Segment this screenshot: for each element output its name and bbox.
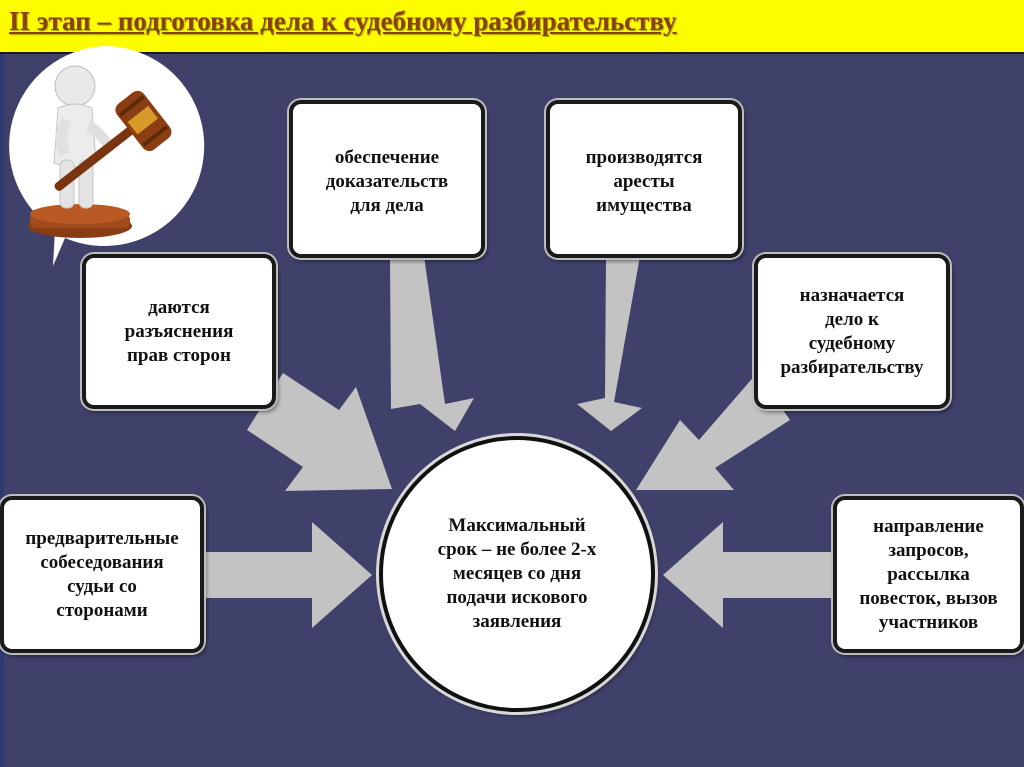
arrow-from-scheduling bbox=[636, 373, 790, 490]
title-bar: II этап – подготовка дела к судебному ра… bbox=[0, 0, 1024, 54]
arrow-from-requests bbox=[663, 522, 833, 628]
box-evidence: обеспечение доказательств для дела bbox=[289, 100, 485, 258]
box-scheduling: назначается дело к судебному разбиратель… bbox=[754, 254, 950, 409]
arrow-from-arrests bbox=[577, 256, 642, 431]
judge-illustration bbox=[9, 46, 205, 266]
left-edge-strip bbox=[0, 54, 4, 767]
center-text: Максимальный срок – не более 2-х месяцев… bbox=[437, 515, 597, 632]
box-arrests: производятся аресты имущества bbox=[546, 100, 742, 258]
arrow-from-evidence bbox=[390, 256, 474, 431]
box-requests: направление запросов, рассылка повесток,… bbox=[833, 496, 1024, 653]
arrow-from-explanations bbox=[247, 373, 392, 491]
judge-gavel-figure-icon bbox=[9, 46, 205, 266]
box-interviews: предварительные собеседования судьи со с… bbox=[0, 496, 204, 653]
box-explanations: даются разъяснения прав сторон bbox=[82, 254, 276, 409]
arrow-from-interviews bbox=[205, 522, 372, 628]
page-title: II этап – подготовка дела к судебному ра… bbox=[9, 6, 677, 36]
center-circle: Максимальный срок – не более 2-х месяцев… bbox=[379, 436, 655, 712]
